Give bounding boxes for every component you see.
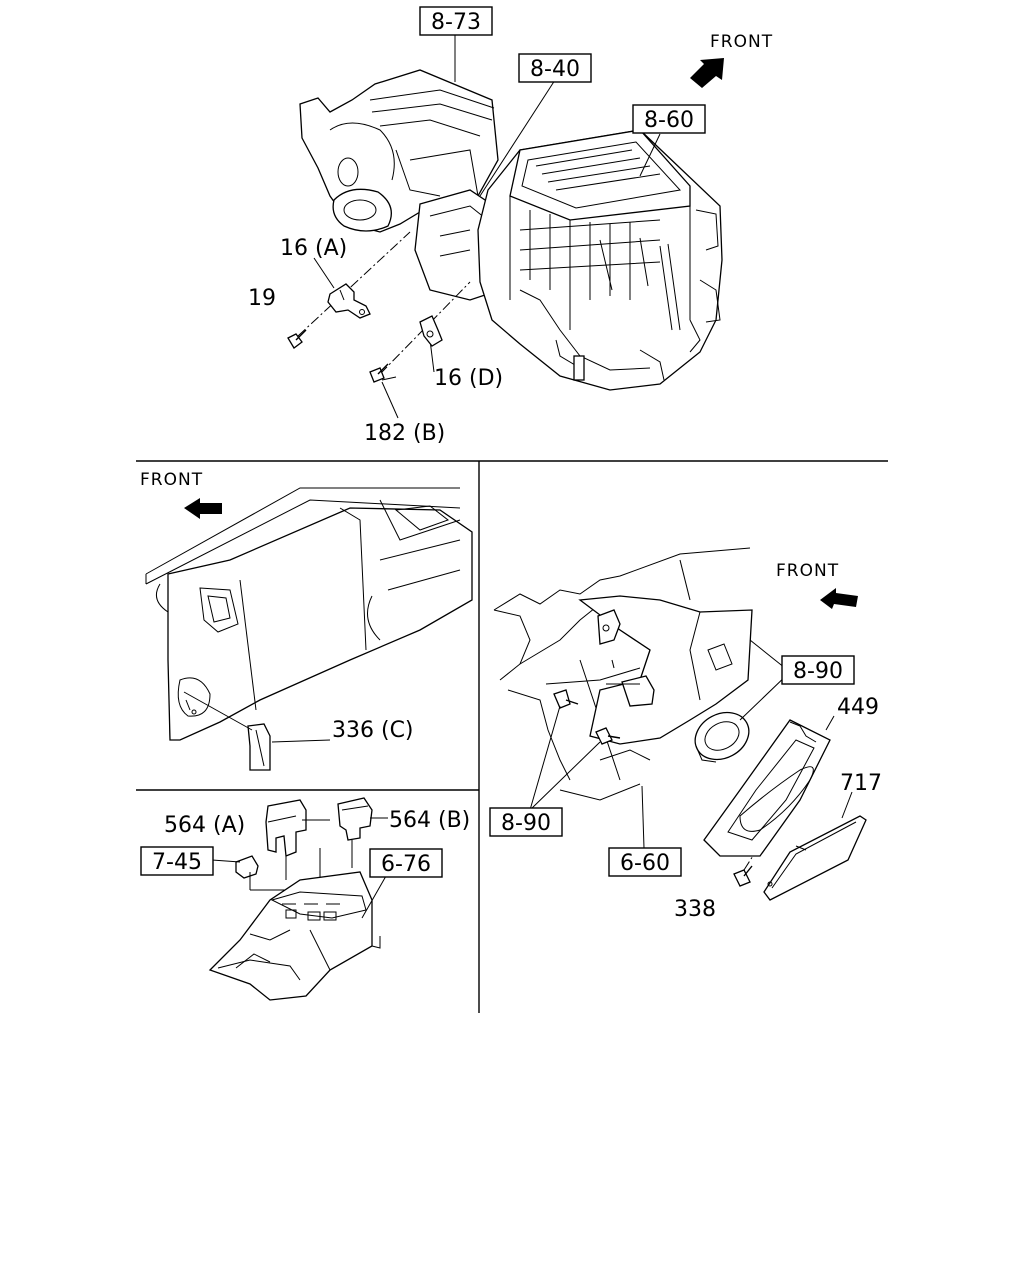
part-16a-bracket (327, 283, 371, 319)
part-16a-label: 16 (A) (280, 236, 347, 261)
front-arrow-icon (690, 58, 724, 88)
front-indicator-top: FRONT (690, 32, 773, 88)
screw-upper (553, 689, 571, 709)
front-arrow-icon (820, 588, 858, 609)
part-449-frame (703, 719, 831, 857)
part-564a-label: 564 (A) (164, 813, 245, 838)
part-16d-label: 16 (D) (434, 366, 503, 391)
ref-8-73-box: 8-73 (419, 6, 493, 36)
ref-8-73-label: 8-73 (431, 10, 481, 35)
ref-8-40-box: 8-40 (518, 53, 592, 83)
hvac-unit-drawing (299, 69, 723, 391)
part-16d-bracket (419, 315, 443, 347)
part-717-label: 717 (840, 771, 882, 796)
section-dividers (136, 460, 888, 1013)
part-182b-label: 182 (B) (364, 421, 445, 446)
front-label-glovebox: FRONT (776, 561, 839, 581)
ref-8-40-label: 8-40 (530, 57, 580, 82)
ref-6-60-label: 6-60 (620, 851, 670, 876)
part-717-lid (763, 815, 867, 901)
front-arrow-icon (184, 498, 222, 519)
console-drawing: 7-45 6-76 564 (A) 564 (B) (140, 797, 470, 1001)
ref-6-76-label: 6-76 (381, 852, 431, 877)
ref-8-60-box: 8-60 (632, 104, 706, 134)
ref-8-60-label: 8-60 (644, 108, 694, 133)
part-19-label: 19 (248, 286, 276, 311)
part-336c-label: 336 (C) (332, 718, 414, 743)
ref-7-45-label: 7-45 (152, 850, 202, 875)
ref-8-90-upper-label: 8-90 (793, 659, 843, 684)
top-leader-lines (297, 35, 661, 419)
part-564a-switch (265, 799, 307, 857)
screw-lower (595, 727, 613, 745)
part-7-45-clip (235, 855, 259, 879)
part-338-label: 338 (674, 897, 716, 922)
part-564b-switch (337, 797, 373, 841)
dashboard-drawing: FRONT 336 (C) (140, 470, 473, 771)
front-label-top: FRONT (710, 32, 773, 52)
screw-19 (287, 329, 307, 349)
console-box (208, 871, 373, 1001)
screw-182b (369, 363, 389, 383)
part-336c-bracket (247, 723, 271, 771)
part-564b-label: 564 (B) (389, 808, 470, 833)
front-label-dash: FRONT (140, 470, 203, 490)
part-449-label: 449 (837, 695, 879, 720)
ref-8-90-lower-label: 8-90 (501, 811, 551, 836)
glovebox-drawing: FRONT (489, 547, 882, 922)
